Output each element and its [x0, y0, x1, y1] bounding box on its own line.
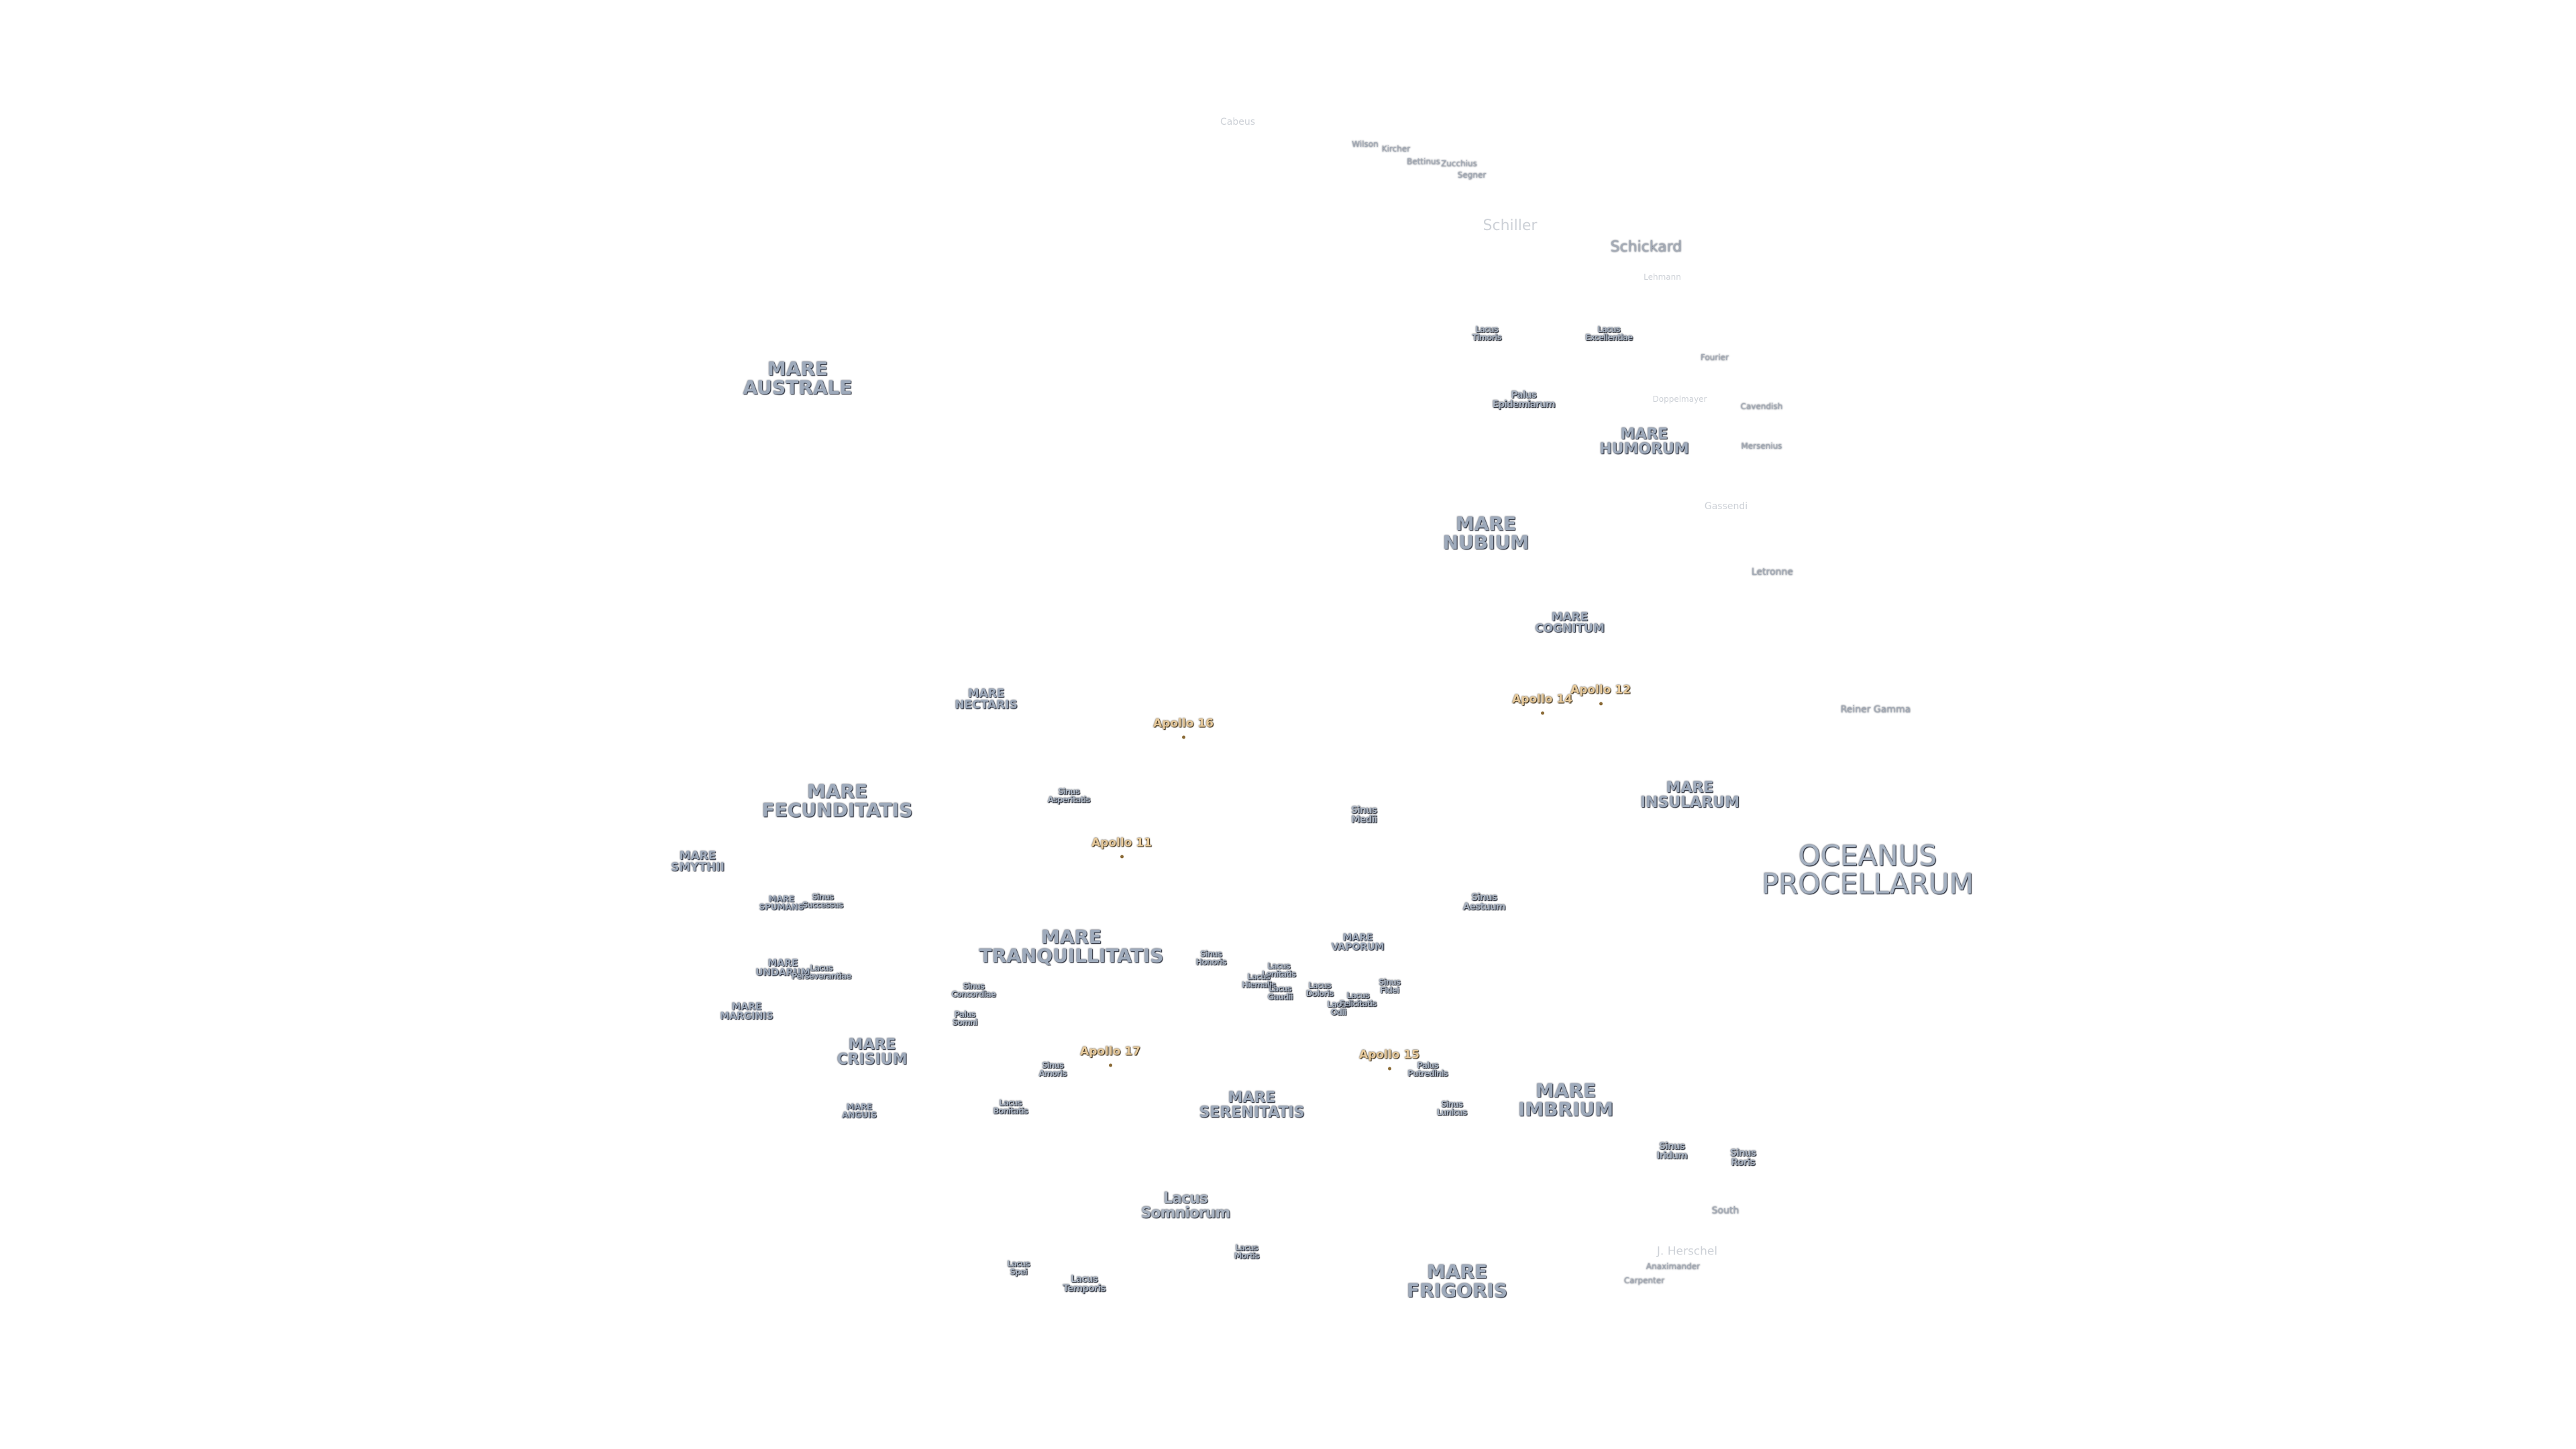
label-south: South [1711, 1205, 1739, 1216]
label-cavendish: Cavendish [1740, 402, 1783, 411]
label-mare-cognitum: MARE COGNITUM [1535, 610, 1605, 635]
label-sinus-iridum: Sinus Iridum [1656, 1141, 1687, 1161]
label-palus-somni: Palus Somni [952, 1010, 977, 1027]
label-mare-undarum: MARE UNDARUM [755, 958, 810, 978]
label-kircher: Kircher [1381, 144, 1411, 154]
label-lacus-doloris: Lacus Doloris [1305, 981, 1334, 998]
label-palus-epidemiarum: Palus Epidemiarum [1492, 390, 1555, 410]
label-mare-crisium: MARE CRISIUM [837, 1036, 908, 1068]
label-sinus-honoris: Sinus Honoris [1195, 949, 1226, 967]
label-lacus-spei: Lacus Spei [1007, 1259, 1030, 1277]
label-mare-tranquillitatis: MARE TRANQUILLITATIS [979, 926, 1164, 967]
label-mare-humorum: MARE HUMORUM [1599, 426, 1689, 458]
label-mare-australe: MARE AUSTRALE [743, 358, 853, 398]
label-gassendi: Gassendi [1704, 501, 1748, 512]
label-lacus-timoris: Lacus Timoris [1472, 325, 1501, 342]
label-schickard: Schickard [1610, 239, 1682, 256]
label-lacus-temporis: Lacus Temporis [1063, 1274, 1106, 1294]
label-anaximander: Anaximander [1646, 1262, 1701, 1271]
label-lacus-felicitatis: Lacus Felicitatis [1339, 991, 1377, 1008]
label-sinus-lunicus: Sinus Lunicus [1436, 1099, 1468, 1117]
label-doppelmayer: Doppelmayer [1652, 394, 1707, 404]
label-sinus-amoris: Sinus Amoris [1038, 1061, 1067, 1078]
label-mersenius: Mersenius [1741, 441, 1782, 451]
label-j-herschel: J. Herschel [1656, 1244, 1718, 1258]
label-schiller: Schiller [1483, 217, 1538, 234]
label-mare-nubium: MARE NUBIUM [1442, 513, 1529, 553]
label-mare-vaporum: MARE VAPORUM [1331, 932, 1385, 953]
label-sinus-successus: Sinus Successus [802, 892, 844, 910]
label-reiner-gamma: Reiner Gamma [1840, 704, 1911, 715]
label-mare-frigoris: MARE FRIGORIS [1406, 1260, 1508, 1301]
label-apollo-15: Apollo 15 [1359, 1048, 1419, 1071]
label-zucchius: Zucchius [1441, 159, 1477, 168]
label-lacus-gaudii: Lacus Gaudii [1267, 984, 1293, 1002]
label-sinus-roris: Sinus Roris [1729, 1148, 1756, 1168]
label-apollo-14: Apollo 14 [1512, 692, 1572, 715]
label-oceanus-procellarum: OCEANUS PROCELLARUM [1761, 839, 1974, 900]
label-lehmann: Lehmann [1644, 272, 1681, 282]
label-mare-serenitatis: MARE SERENITATIS [1199, 1089, 1305, 1121]
label-lacus-odii: Lacus Odii [1327, 1000, 1350, 1017]
label-lacus-perseverantiae: Lacus Perseverantiae [791, 963, 852, 981]
label-mare-imbrium: MARE IMBRIUM [1517, 1079, 1614, 1120]
label-apollo-11: Apollo 11 [1091, 836, 1152, 859]
label-sinus-fidei: Sinus Fidei [1379, 977, 1401, 995]
label-apollo-17: Apollo 17 [1080, 1044, 1140, 1067]
label-lacus-mortis: Lacus Mortis [1234, 1243, 1259, 1260]
label-mare-insularum: MARE INSULARUM [1640, 780, 1740, 811]
label-sinus-asperitatis: Sinus Asperitatis [1047, 787, 1090, 804]
label-lacus-lenitatis: Lacus Lenitatis [1261, 961, 1296, 979]
label-letronne: Letronne [1751, 567, 1794, 578]
label-lacus-hiemalis: Lacus Hiemalis [1241, 972, 1276, 989]
label-cabeus: Cabeus [1220, 117, 1256, 127]
label-lacus-excellentiae: Lacus Excellentiae [1585, 325, 1633, 342]
label-mare-fecunditatis: MARE FECUNDITATIS [761, 780, 913, 821]
label-mare-anguis: MARE ANGUIS [841, 1102, 877, 1120]
label-apollo-16: Apollo 16 [1153, 716, 1214, 739]
label-lacus-bonitatis: Lacus Bonitatis [993, 1098, 1028, 1116]
label-sinus-aestuum: Sinus Aestuum [1462, 892, 1506, 912]
label-sinus-medii: Sinus Medii [1350, 805, 1377, 825]
label-mare-smythii: MARE SMYTHII [671, 849, 724, 874]
label-palus-putredinis: Palus Putredinis [1407, 1061, 1448, 1078]
label-segner: Segner [1457, 170, 1487, 180]
label-carpenter: Carpenter [1623, 1276, 1665, 1285]
label-mare-nectaris: MARE NECTARIS [955, 687, 1018, 712]
label-mare-spumans: MARE SPUMANS [759, 894, 804, 912]
label-apollo-12: Apollo 12 [1570, 683, 1631, 706]
label-bettinus: Bettinus [1407, 157, 1440, 166]
label-lacus-somniorum: Lacus Somniorum [1140, 1190, 1231, 1222]
label-fourier: Fourier [1700, 353, 1729, 362]
label-mare-marginis: MARE MARGINIS [720, 1002, 773, 1022]
label-wilson: Wilson [1352, 140, 1379, 149]
label-sinus-concordiae: Sinus Concordiae [951, 981, 996, 999]
